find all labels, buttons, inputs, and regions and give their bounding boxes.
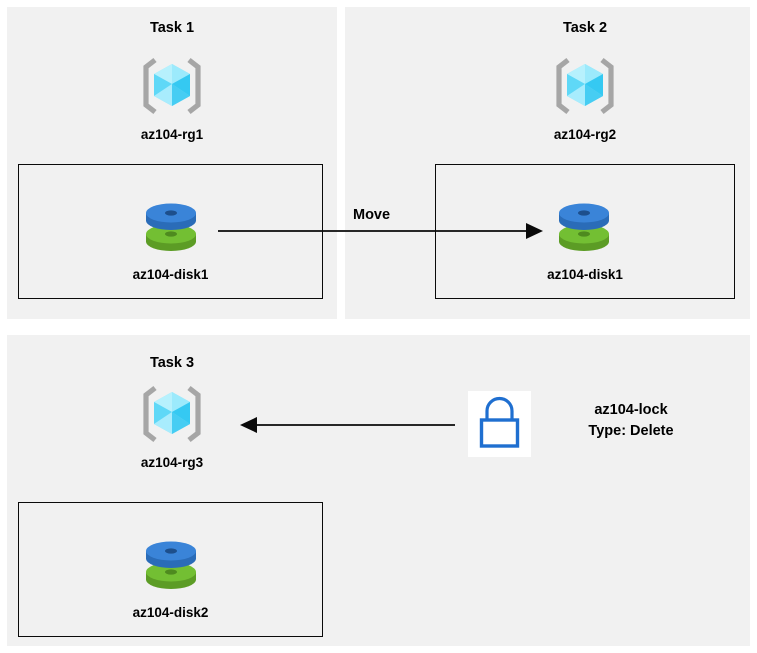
- move-arrow-label: Move: [353, 207, 391, 223]
- azure-managed-disk-icon: [146, 541, 196, 589]
- padlock-icon: [479, 396, 520, 448]
- resource-group-2-label: az104-rg2: [553, 127, 617, 142]
- lock-icon-container: [468, 391, 531, 457]
- disk-1-label: az104-disk1: [132, 267, 209, 282]
- lock-type: Type: Delete: [588, 423, 674, 439]
- task-1-title: Task 1: [149, 20, 195, 36]
- lock-arrow: [240, 417, 455, 433]
- azure-resource-group-icon: [143, 57, 201, 115]
- task-2-title: Task 2: [562, 20, 608, 36]
- azure-resource-group-icon: [556, 57, 614, 115]
- disk-3-label: az104-disk2: [132, 605, 209, 620]
- resource-group-1-label: az104-rg1: [140, 127, 204, 142]
- disk-2-label: az104-disk1: [547, 267, 623, 282]
- azure-resource-group-icon: [143, 385, 201, 443]
- task-3-title: Task 3: [149, 355, 195, 371]
- azure-managed-disk-icon: [559, 203, 609, 251]
- azure-managed-disk-icon: [146, 203, 196, 251]
- lock-text-block: az104-lock Type: Delete: [541, 400, 721, 442]
- lock-name: az104-lock: [594, 402, 668, 418]
- resource-group-3-label: az104-rg3: [140, 455, 204, 470]
- move-arrow: [218, 223, 543, 239]
